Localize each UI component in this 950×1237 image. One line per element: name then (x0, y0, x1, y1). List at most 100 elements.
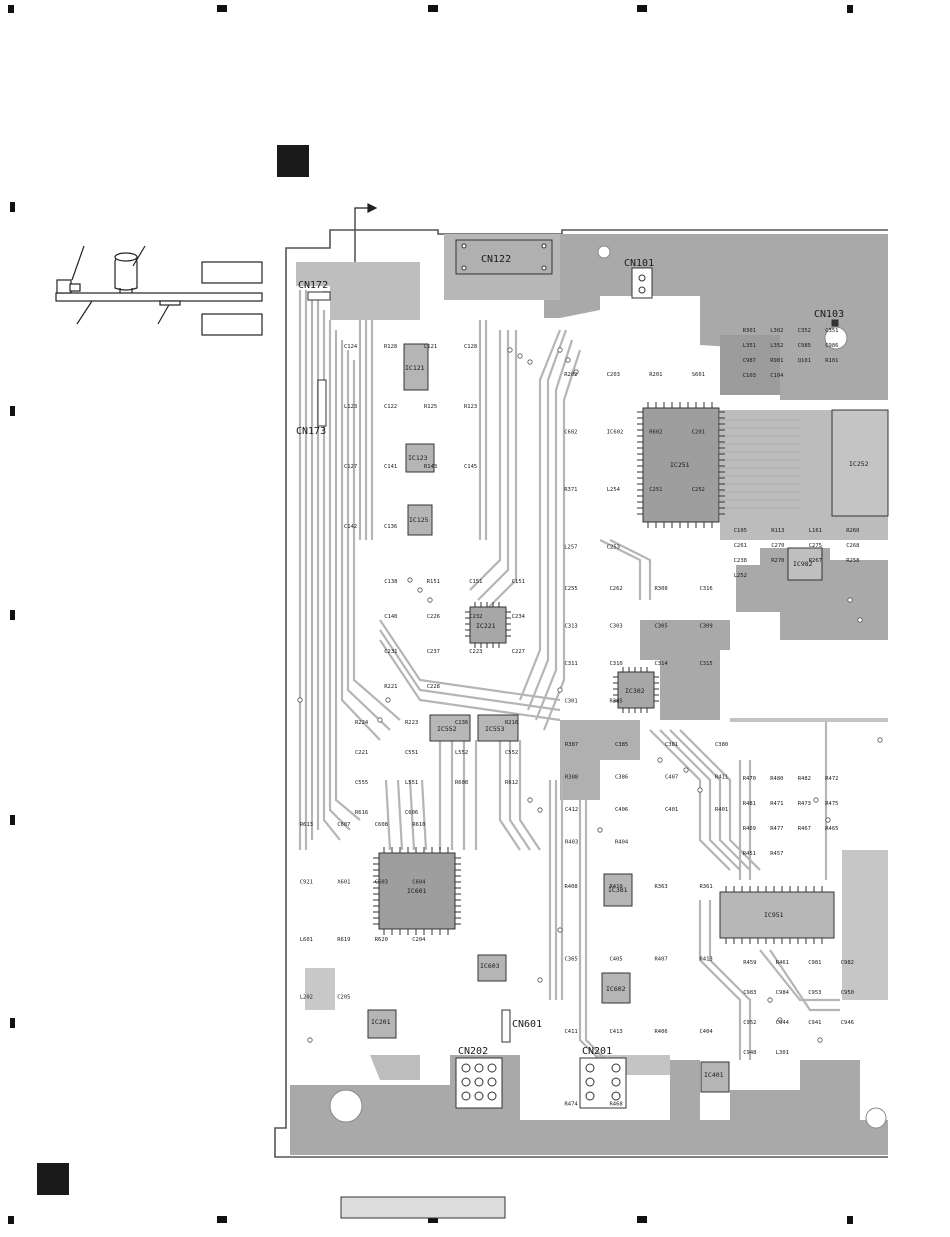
part-label: C231 (384, 649, 397, 655)
part-label: R101 (825, 358, 838, 364)
part-label: R610 (412, 822, 425, 828)
ic-ic401 (700, 1061, 730, 1093)
part-label: R361 (700, 884, 713, 890)
part-label: L601 (300, 937, 313, 943)
part-label: R363 (655, 884, 668, 890)
ic-ic601 (378, 852, 456, 930)
part-label: R143 (424, 464, 437, 470)
label-ic221: IC221 (476, 622, 496, 630)
part-label: R406 (655, 1029, 668, 1035)
board-side-view (55, 245, 263, 336)
part-label: C301 (565, 699, 578, 705)
ic-ic123 (405, 443, 435, 473)
ic-ic552 (429, 714, 471, 742)
part-label: C227 (512, 649, 525, 655)
label-ic252: IC252 (849, 460, 869, 468)
part-label: L254 (607, 487, 621, 493)
ic-ic121 (403, 343, 429, 391)
part-label: C253 (607, 545, 620, 551)
part-label: C223 (469, 649, 482, 655)
part-label: R260 (846, 528, 859, 534)
part-label: C268 (846, 543, 859, 549)
part-label: R612 (505, 780, 518, 786)
part-label: C952 (743, 1020, 756, 1026)
part-label: L552 (455, 750, 468, 756)
part-label: C551 (405, 750, 418, 756)
ic-ic302 (617, 671, 655, 709)
section-marker-bottom (37, 1163, 69, 1195)
part-label: C232 (469, 614, 482, 620)
connector-pins (461, 243, 646, 1101)
part-label: R125 (424, 404, 437, 410)
part-label: C982 (841, 960, 854, 966)
part-label: IC602 (607, 430, 624, 436)
part-label: C946 (841, 1020, 854, 1026)
part-label: C405 (610, 957, 623, 963)
ic-ic553 (477, 714, 519, 742)
ic-ic982 (787, 547, 823, 581)
part-label: L161 (809, 528, 822, 534)
part-label: R308 (655, 586, 668, 592)
part-label: R267 (809, 558, 822, 564)
part-label: R481 (743, 801, 756, 807)
part-label: R387 (565, 742, 578, 748)
part-label: C401 (665, 807, 678, 813)
ic-ic603 (477, 954, 507, 982)
part-label: C407 (665, 775, 678, 781)
part-label: R407 (655, 957, 668, 963)
label-cn601: CN601 (512, 1019, 542, 1030)
part-label: C104 (770, 373, 784, 379)
part-label: C406 (615, 807, 628, 813)
part-label: R371 (564, 487, 577, 493)
part-label: R385 (610, 699, 623, 705)
part-label: R413 (700, 957, 713, 963)
part-label: R619 (337, 937, 350, 943)
ic-ic602 (601, 972, 631, 1004)
part-label: C941 (808, 1020, 821, 1026)
part-label: C404 (700, 1029, 714, 1035)
ic-pins (373, 402, 823, 944)
label-cn103: CN103 (814, 309, 844, 320)
part-label: R221 (384, 684, 397, 690)
part-label: R620 (375, 937, 388, 943)
part-label: C305 (655, 624, 668, 630)
part-label: L302 (770, 328, 783, 334)
label-ic603: IC603 (480, 962, 500, 970)
label-ic381: IC381 (608, 886, 628, 894)
part-label: C921 (300, 880, 313, 886)
part-label: C201 (692, 430, 705, 436)
part-label: C141 (384, 464, 397, 470)
part-label: C316 (700, 586, 713, 592)
part-label: C255 (565, 586, 578, 592)
part-label: R602 (649, 430, 662, 436)
part-label: L257 (564, 545, 577, 551)
part-label: C151 (469, 579, 482, 585)
part-label: R410 (610, 884, 623, 890)
part-label: C950 (841, 990, 854, 996)
part-label: C411 (565, 1029, 578, 1035)
part-label: C380 (715, 742, 728, 748)
ic-ic251 (642, 407, 720, 523)
part-label: C385 (615, 742, 628, 748)
part-label: C228 (427, 684, 440, 690)
part-label: C303 (610, 624, 623, 630)
part-label: C237 (427, 649, 440, 655)
ic-ic221 (469, 606, 507, 644)
part-label: R403 (565, 840, 578, 846)
part-label: C313 (565, 624, 578, 630)
part-label: C103 (743, 373, 756, 379)
part-label: R270 (771, 558, 784, 564)
part-label: C136 (384, 524, 397, 530)
part-label: R128 (384, 344, 397, 350)
label-ic121: IC121 (405, 364, 425, 372)
part-label: R201 (649, 372, 662, 378)
part-label: C310 (610, 661, 623, 667)
part-label: S601 (692, 372, 705, 378)
part-label: C140 (384, 614, 397, 620)
part-label: C607 (337, 822, 350, 828)
part-label: R451 (743, 851, 756, 857)
part-label: C953 (808, 990, 821, 996)
label-ic125: IC125 (409, 516, 429, 524)
